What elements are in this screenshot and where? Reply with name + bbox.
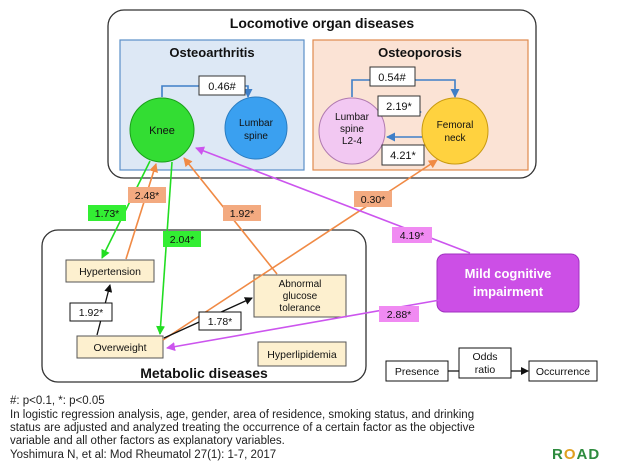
edge-label-l24-femoral-top-box: [369, 66, 416, 87]
edge-label-knee-lumbar: 0.46#: [208, 81, 236, 93]
legend-odds-ratio-2: ratio: [475, 364, 496, 376]
edge-overweight-femoral: [162, 159, 438, 341]
edge-label-overweight-glucose: 1.78*: [208, 316, 233, 328]
node-lumbar-spine-label-1: Lumbar: [239, 118, 274, 129]
node-knee-label: Knee: [149, 125, 175, 137]
edge-label-overweight-femoral: 0.30*: [361, 194, 386, 206]
node-glucose-label-3: tolerance: [279, 303, 321, 314]
node-glucose-label-1: Abnormal: [279, 279, 322, 290]
edge-label-knee-overweight: 2.04*: [170, 234, 195, 246]
node-l24-label-1: Lumbar: [335, 112, 370, 123]
road-logo-letter-a: A: [576, 446, 589, 463]
node-hypertension-label: Hypertension: [79, 266, 141, 278]
node-hyperlipidemia-label: Hyperlipidemia: [267, 349, 337, 361]
osteoarthritis-title: Osteoarthritis: [169, 45, 254, 60]
road-logo: ROAD: [552, 446, 600, 463]
node-l24-label-3: L2-4: [342, 136, 362, 147]
edge-hypertension-knee: [125, 163, 158, 260]
edge-label-overweight-femoral-box: [354, 191, 392, 207]
road-logo-letter-r: R: [552, 446, 564, 463]
legend-odds-ratio-box: [458, 347, 512, 379]
edge-label-mci-overweight-box: [379, 306, 419, 322]
node-lumbar-spine-label-2: spine: [244, 131, 268, 142]
footnote-method-3: variable and all other factors as explan…: [10, 435, 285, 447]
metabolic-group-title: Metabolic diseases: [140, 365, 268, 381]
node-mci: [436, 253, 580, 313]
edge-label-knee-hypertension-box: [88, 205, 126, 221]
edge-knee-overweight: [156, 161, 173, 335]
node-hyperlipidemia: [257, 341, 347, 367]
edge-label-mci-knee: 4.19*: [400, 230, 425, 242]
edge-label-overweight-hypertension: 1.92*: [79, 307, 104, 319]
node-glucose-label-2: glucose: [283, 291, 318, 302]
osteoporosis-title: Osteoporosis: [378, 45, 462, 60]
footnote-significance: #: p<0.1, *: p<0.05: [10, 395, 105, 407]
road-logo-letter-d: D: [588, 446, 601, 463]
node-femoral-label-1: Femoral: [437, 120, 474, 131]
edge-label-knee-lumbar-box: [198, 75, 246, 96]
edge-label-l24-femoral-mid: 2.19*: [386, 101, 412, 113]
node-overweight: [76, 335, 164, 359]
legend-occurrence-box: [528, 360, 598, 382]
node-overweight-label: Overweight: [93, 342, 146, 354]
edge-label-femoral-l24: 4.21*: [390, 150, 416, 162]
edge-label-knee-hypertension: 1.73*: [95, 208, 120, 220]
road-logo-letter-o: O: [563, 446, 577, 463]
footnote-method-1: In logistic regression analysis, age, ge…: [10, 409, 475, 421]
legend-occurrence: Occurrence: [536, 366, 590, 378]
edge-label-mci-knee-box: [392, 227, 432, 243]
locomotive-group-title: Locomotive organ diseases: [230, 15, 415, 31]
edge-label-overweight-glucose-box: [198, 311, 242, 331]
node-lumbar-spine: [224, 96, 288, 160]
edge-label-l24-femoral-top: 0.54#: [378, 72, 406, 84]
footnote-citation: Yoshimura N, et al: Mod Rheumatol 27(1):…: [10, 449, 277, 461]
node-mci-label-2: impairment: [473, 284, 544, 299]
edge-label-mci-overweight: 2.88*: [387, 309, 412, 321]
node-femoral-label-2: neck: [444, 133, 466, 144]
edge-label-hypertension-knee: 2.48*: [135, 190, 160, 202]
edge-label-l24-femoral-mid-box: [377, 95, 421, 117]
node-hypertension: [65, 259, 155, 283]
node-abnormal-glucose: [253, 274, 347, 318]
edge-label-hypertension-knee-box: [128, 187, 166, 203]
legend-odds-ratio-1: Odds: [472, 351, 497, 363]
edge-label-glucose-knee: 1.92*: [230, 208, 255, 220]
edge-label-overweight-hypertension-box: [69, 302, 113, 322]
node-knee: [129, 97, 195, 163]
node-l24-label-2: spine: [340, 124, 364, 135]
edge-label-knee-overweight-box: [163, 231, 201, 247]
footnote-method-2: status are adjusted and analyzed treatin…: [10, 422, 475, 434]
node-lumbar-spine-l24: [318, 97, 386, 165]
edge-label-glucose-knee-box: [223, 205, 261, 221]
node-mci-label-1: Mild cognitive: [465, 266, 552, 281]
legend-presence: Presence: [395, 366, 440, 378]
edge-label-femoral-l24-box: [381, 144, 425, 166]
node-femoral-neck: [421, 97, 489, 165]
